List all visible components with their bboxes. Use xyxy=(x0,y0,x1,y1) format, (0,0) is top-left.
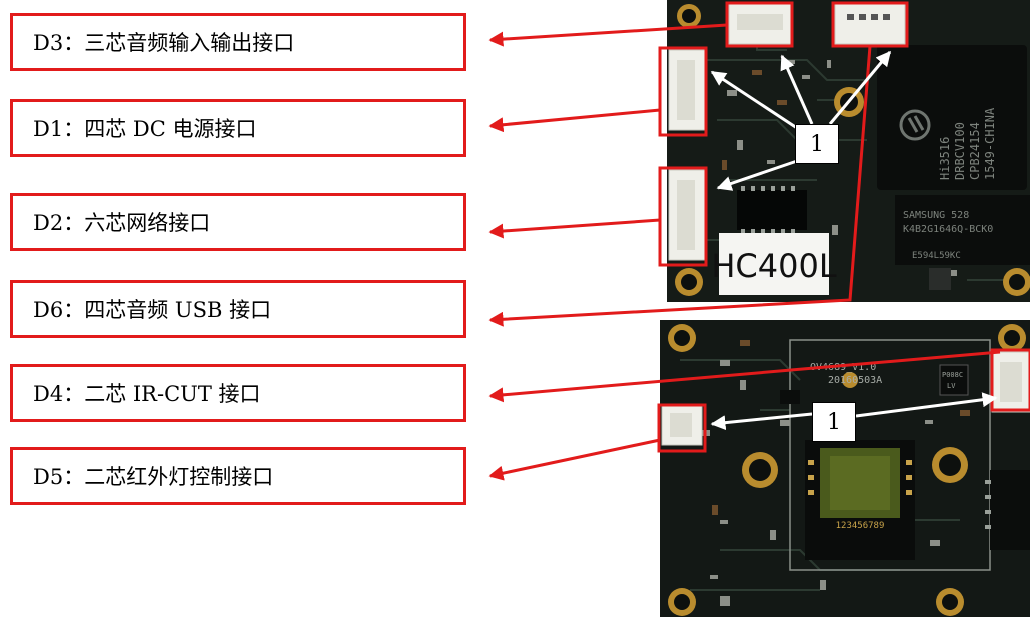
label-d6-four-pin-audio-usb: D6：四芯音频 USB 接口 xyxy=(10,280,466,338)
soc-text-line-1: Hi3516 xyxy=(938,137,952,180)
arrow-d1 xyxy=(488,108,661,133)
label-d4-text: D4：二芯 IR-CUT 接口 xyxy=(33,382,261,406)
label-d2-six-pin-network: D2：六芯网络接口 xyxy=(10,193,466,251)
label-d6-text: D6：四芯音频 USB 接口 xyxy=(33,298,272,322)
memory-text-line-1: SAMSUNG 528 xyxy=(903,210,969,221)
label-d1-four-pin-dc-power: D1：四芯 DC 电源接口 xyxy=(10,99,466,157)
d5-connector xyxy=(661,404,703,446)
sensor-text: 123456789 xyxy=(836,521,885,531)
small-chip-text-1: P008C xyxy=(942,371,963,379)
label-d1-text: D1：四芯 DC 电源接口 xyxy=(33,117,257,141)
memory-text-line-2: K4B2G1646Q-BCK0 xyxy=(903,224,993,235)
d1-connector xyxy=(668,49,706,131)
d6-connector xyxy=(834,3,906,45)
d3-connector xyxy=(728,3,792,45)
soc-text-line-2: DRBCV100 xyxy=(953,122,967,180)
soc-text-line-3: CPB24154 xyxy=(968,122,982,180)
top-circuit-board-photo: Hi3516 DRBCV100 CPB24154 1549-CHINA SAMS… xyxy=(667,0,1030,302)
arrow-d2 xyxy=(488,218,661,239)
label-d5-text: D5：二芯红外灯控制接口 xyxy=(33,465,274,489)
label-d3-three-pin-audio-io: D3：三芯音频输入输出接口 xyxy=(10,13,466,71)
label-d5-two-pin-ir-led-control: D5：二芯红外灯控制接口 xyxy=(10,447,466,505)
bottom-circuit-board-photo: 123456789 OV4689_V1.0 20160503A P008C LV xyxy=(660,320,1030,617)
callout-top-text: 1 xyxy=(810,131,824,157)
small-chip-text-2: LV xyxy=(947,382,956,390)
memory-text-line-3: E594L59KC xyxy=(912,251,961,261)
top-board-drawing: Hi3516 DRBCV100 CPB24154 1549-CHINA SAMS… xyxy=(667,0,1030,302)
callout-bottom-text: 1 xyxy=(827,409,841,435)
silkscreen-line-2: 20160503A xyxy=(828,375,882,386)
label-d3-text: D3：三芯音频输入输出接口 xyxy=(33,31,295,55)
soc-text-line-4: 1549-CHINA xyxy=(983,107,997,180)
callout-number-top: 1 xyxy=(795,124,839,164)
bottom-board-drawing: 123456789 OV4689_V1.0 20160503A P008C LV xyxy=(660,320,1030,617)
label-d2-text: D2：六芯网络接口 xyxy=(33,211,211,235)
model-sticker-text: HC400L xyxy=(711,247,836,285)
d4-connector xyxy=(991,351,1030,413)
arrow-d5 xyxy=(488,438,661,481)
d2-connector xyxy=(668,169,706,261)
callout-number-bottom: 1 xyxy=(812,402,856,442)
silkscreen-line-1: OV4689_V1.0 xyxy=(810,362,876,373)
label-d4-two-pin-ir-cut: D4：二芯 IR-CUT 接口 xyxy=(10,364,466,422)
